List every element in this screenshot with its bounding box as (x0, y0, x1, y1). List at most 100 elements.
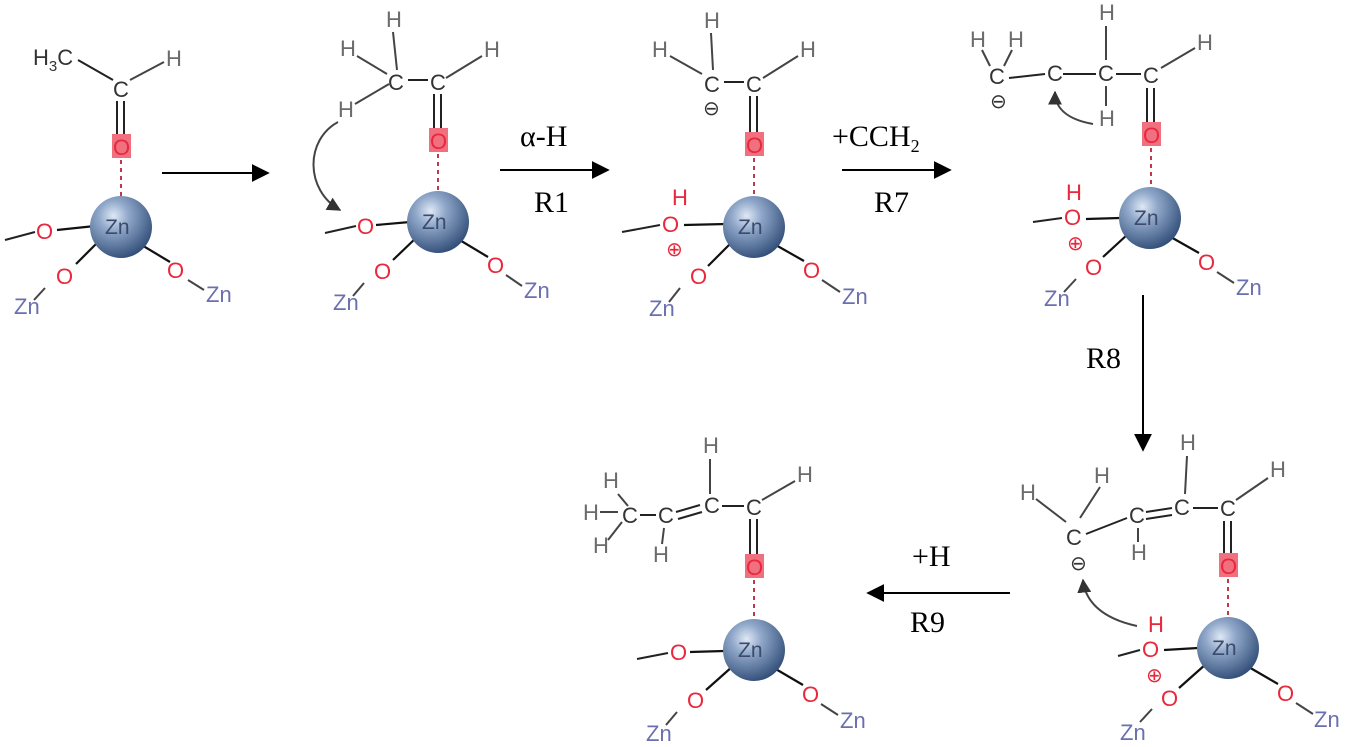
hydroxyl-hydrogen: H (672, 185, 688, 210)
bridging-oxygen: O (1161, 686, 1178, 711)
atom-h: H (1008, 27, 1024, 52)
bridging-oxygen: O (357, 214, 374, 239)
reaction-step-r8: R8 (1086, 295, 1152, 452)
hydroxyl-oxygen: O (1064, 205, 1081, 230)
step-r7-label: R7 (874, 186, 909, 219)
bridging-oxygen: O (167, 258, 184, 283)
hydroxyl-oxygen: O (1142, 637, 1159, 662)
zinc-center-label: Zn (1212, 637, 1237, 660)
zinc-lattice-atom: Zn (524, 278, 550, 303)
alpha-carbon: C (704, 493, 720, 518)
carbonyl-oxygen: O (746, 555, 763, 580)
bridging-oxygen: O (1277, 681, 1294, 706)
reaction-step-r7: +CCH2 R7 (832, 120, 952, 219)
bridging-oxygen: O (1198, 250, 1215, 275)
carbonyl-oxygen: O (1220, 554, 1237, 579)
atom-h: H (1197, 30, 1213, 55)
carbanion-carbon: C (989, 64, 1005, 89)
zinc-sphere (90, 196, 152, 258)
bridging-oxygen: O (670, 640, 687, 665)
negative-charge: ⊖ (703, 96, 720, 120)
atom-h: H (1099, 106, 1115, 131)
atom-h: H (166, 46, 182, 71)
atom-h: H (593, 533, 609, 558)
zinc-sphere (723, 196, 785, 258)
carbonyl-oxygen: O (430, 129, 447, 154)
bridging-oxygen: O (56, 264, 73, 289)
atom-h: H (1180, 430, 1196, 455)
step-r9-reagent: +H (912, 540, 951, 573)
methyl-carbon: C (388, 70, 404, 95)
zinc-sphere (407, 191, 469, 253)
bridging-oxygen: O (1085, 255, 1102, 280)
atom-h: H (797, 462, 813, 487)
negative-charge: ⊖ (990, 89, 1007, 113)
bridging-oxygen: O (802, 682, 819, 707)
carbanion-carbon: C (1066, 525, 1082, 550)
zinc-center-label: Zn (1134, 207, 1159, 230)
bridging-oxygen: O (487, 253, 504, 278)
hydroxyl-hydrogen: H (1066, 180, 1082, 205)
zinc-lattice-atom: Zn (842, 284, 868, 309)
atom-h: H (340, 36, 356, 61)
atom-h: H (583, 500, 599, 525)
atom-h: H (1094, 463, 1110, 488)
carbonyl-carbon: C (1220, 496, 1236, 521)
zinc-sphere (1197, 617, 1259, 679)
zinc-lattice-atom: Zn (333, 290, 359, 315)
step-r9-label: R9 (910, 606, 945, 639)
structure-2-alpha-h-transfer: H H H H C C O O O O Zn Zn Zn (312, 7, 550, 315)
zinc-lattice-atom: Zn (1314, 707, 1340, 732)
zinc-lattice-atom: Zn (14, 294, 40, 319)
zinc-center-label: Zn (422, 211, 447, 234)
structure-3-carbanion: H H H C ⊖ C O H O ⊕ O O Zn Zn Zn (621, 8, 868, 321)
reaction-step-r9: +H R9 (866, 540, 1010, 639)
atom-h: H (1270, 457, 1286, 482)
bridging-oxygen: O (36, 219, 53, 244)
atom-h: H (1020, 480, 1036, 505)
atom-h: H (800, 37, 816, 62)
bridging-oxygen: O (687, 688, 704, 713)
atom-h: H (704, 8, 720, 33)
structure-5-allylic-carbanion: H H H H H C ⊖ C C C O H O ⊕ O O Zn (1020, 430, 1340, 745)
zinc-lattice-atom: Zn (649, 296, 675, 321)
bridging-oxygen: O (803, 258, 820, 283)
zinc-lattice-atom: Zn (206, 282, 232, 307)
hydroxyl-hydrogen: H (1148, 612, 1164, 637)
methyl-group-label: H3C (33, 45, 73, 75)
methine-carbon: C (1129, 503, 1145, 528)
carbonyl-oxygen: O (746, 133, 763, 158)
atom-h: H (703, 433, 719, 458)
carbonyl-carbon: C (113, 77, 129, 102)
reaction-step-r1: α-H R1 (500, 120, 610, 219)
alpha-carbon: C (1098, 61, 1114, 86)
zinc-center-label: Zn (738, 639, 763, 662)
carbonyl-oxygen: O (1143, 123, 1160, 148)
atom-h: H (603, 468, 619, 493)
vinyl-carbon: C (1174, 495, 1190, 520)
bridging-oxygen: O (690, 264, 707, 289)
carbonyl-carbon: C (430, 70, 446, 95)
zinc-lattice-atom: Zn (1236, 275, 1262, 300)
structure-1-acetaldehyde-adsorbed: H3C H C O O O O Zn Zn Zn (4, 45, 232, 319)
atom-h: H (484, 37, 500, 62)
zinc-lattice-atom: Zn (1120, 720, 1146, 745)
atom-h: H (1099, 0, 1115, 25)
carbonyl-carbon: C (1143, 63, 1159, 88)
carbonyl-carbon: C (746, 72, 762, 97)
zinc-lattice-atom: Zn (646, 721, 672, 746)
zinc-sphere (723, 619, 785, 681)
structure-6-crotonaldehyde-adsorbed: H H H H H H C C C C O O O O Zn Zn (583, 433, 866, 746)
zinc-lattice-atom: Zn (1044, 286, 1070, 311)
positive-charge: ⊕ (1146, 663, 1163, 687)
beta-carbon: C (658, 503, 674, 528)
zinc-lattice-atom: Zn (840, 708, 866, 733)
carbonyl-carbon: C (746, 495, 762, 520)
zinc-center-label: Zn (738, 216, 763, 239)
zinc-sphere (1119, 187, 1181, 249)
carbanion-carbon: C (704, 72, 720, 97)
methyl-carbon: C (622, 503, 638, 528)
structure-4-chain-extended: H H H H H C ⊖ C C C O H O ⊕ O O Zn Zn (970, 0, 1262, 311)
step-r1-label: R1 (534, 186, 569, 219)
